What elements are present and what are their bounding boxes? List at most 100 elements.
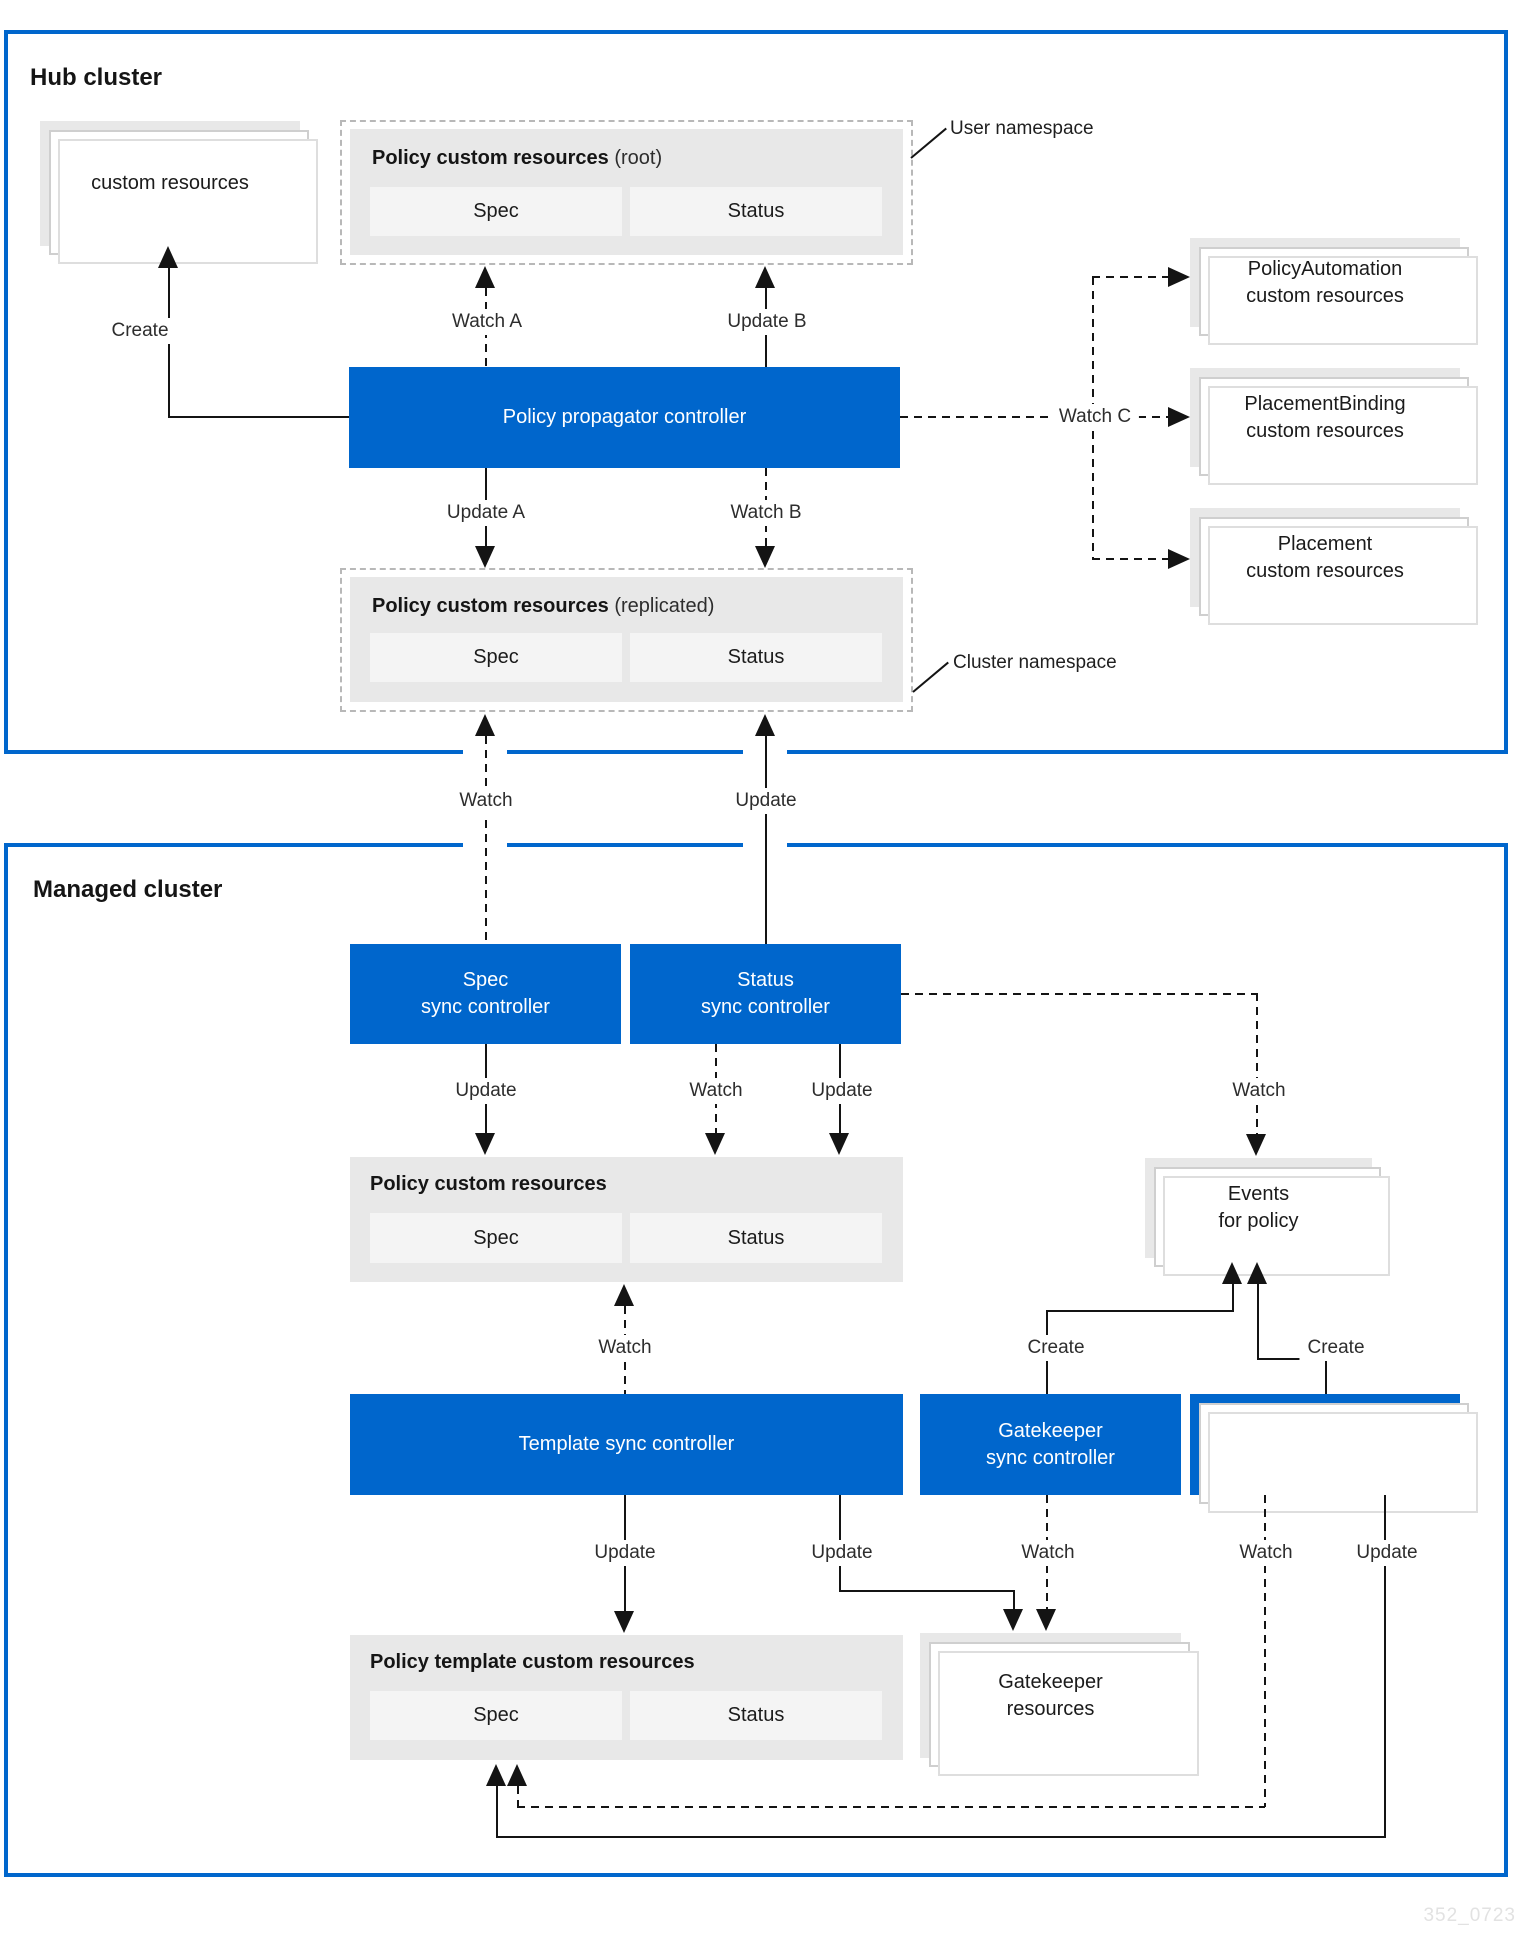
watch-policy-templates-vertical bbox=[1264, 1495, 1266, 1807]
replicated-spec-box: Spec bbox=[370, 633, 622, 682]
watch-c-label: Watch C bbox=[1050, 404, 1140, 430]
update-policy-templates-horizontal bbox=[496, 1836, 1386, 1838]
root-status-label: Status bbox=[727, 200, 785, 222]
update-template-arrowhead bbox=[614, 1611, 634, 1633]
watch-gatekeeper-arrowhead bbox=[1036, 1609, 1056, 1631]
create-edge-label: Create bbox=[103, 318, 177, 344]
managed-spec-label: Spec bbox=[473, 1226, 519, 1249]
managed-spec-box: Spec bbox=[370, 1213, 622, 1263]
custom-resources-box: custom resources bbox=[40, 121, 300, 246]
watch-template-arrowhead bbox=[614, 1284, 634, 1306]
watch-policy-templates-arrowhead bbox=[507, 1764, 527, 1786]
policy-automation-label: PolicyAutomation custom resources bbox=[1246, 257, 1404, 307]
watch-events-line-horizontal bbox=[901, 993, 1257, 995]
root-heading-note: (root) bbox=[614, 147, 663, 169]
update-status-label: Update bbox=[803, 1078, 881, 1104]
policy-custom-resources-managed-box: Policy custom resources Spec Status bbox=[350, 1157, 903, 1282]
placement-box: Placement custom resources bbox=[1190, 508, 1460, 607]
update-gatekeeper-res-horizontal bbox=[839, 1590, 1015, 1592]
policy-template-spec-box: Spec bbox=[370, 1691, 622, 1740]
update-policy-templates-vertical2 bbox=[496, 1786, 498, 1836]
create-policy-label: Create bbox=[1299, 1335, 1373, 1361]
watch-replicated-label: Watch bbox=[451, 788, 521, 814]
create-policy-arrowhead bbox=[1247, 1262, 1267, 1284]
create-line-horizontal bbox=[168, 416, 349, 418]
policy-template-status-label: Status bbox=[727, 1704, 785, 1726]
update-gatekeeper-res-vertical2 bbox=[1013, 1590, 1015, 1611]
cluster-namespace-label: Cluster namespace bbox=[953, 652, 1117, 673]
watch-gatekeeper-label: Watch bbox=[1013, 1540, 1083, 1566]
create-arrowhead bbox=[158, 246, 178, 268]
policy-controllers-box: Policy controllers bbox=[1190, 1394, 1460, 1495]
create-gatekeeper-line-vertical2 bbox=[1232, 1284, 1234, 1312]
update-template-label: Update bbox=[586, 1540, 664, 1566]
watch-c-branch-top bbox=[1092, 276, 1168, 278]
watch-policy-templates-horizontal bbox=[517, 1806, 1265, 1808]
update-b-label: Update B bbox=[719, 309, 815, 335]
template-sync-label: Template sync controller bbox=[518, 1433, 735, 1455]
create-gatekeeper-line-horizontal bbox=[1046, 1310, 1234, 1312]
managed-cluster-title: Managed cluster bbox=[33, 876, 223, 903]
update-replicated-arrowhead bbox=[755, 714, 775, 736]
spec-sync-label: Spec sync controller bbox=[421, 969, 550, 1018]
status-sync-label: Status sync controller bbox=[701, 969, 830, 1018]
policy-template-status-box: Status bbox=[630, 1691, 882, 1740]
policy-automation-box: PolicyAutomation custom resources bbox=[1190, 238, 1460, 327]
policy-custom-resources-replicated-box: Policy custom resources (replicated) Spe… bbox=[350, 577, 903, 702]
watermark: 352_0723 bbox=[1423, 1905, 1516, 1926]
watch-c-arrowhead bbox=[1168, 407, 1190, 427]
update-spec-label: Update bbox=[447, 1078, 525, 1104]
policy-template-custom-resources-box: Policy template custom resources Spec St… bbox=[350, 1635, 903, 1760]
policy-template-heading-bold: Policy template custom resources bbox=[370, 1651, 695, 1673]
user-namespace-container bbox=[340, 120, 913, 265]
watch-status-label: Watch bbox=[681, 1078, 751, 1104]
watch-status-arrowhead bbox=[705, 1133, 725, 1155]
update-spec-arrowhead bbox=[475, 1133, 495, 1155]
create-gatekeeper-label: Create bbox=[1019, 1335, 1093, 1361]
watch-a-arrowhead bbox=[475, 266, 495, 288]
replicated-heading-bold: Policy custom resources bbox=[372, 595, 609, 617]
status-sync-controller: Status sync controller bbox=[630, 944, 901, 1044]
placement-binding-box: PlacementBinding custom resources bbox=[1190, 368, 1460, 467]
update-status-arrowhead bbox=[829, 1133, 849, 1155]
watch-events-label: Watch bbox=[1224, 1078, 1294, 1104]
events-for-policy-label: Events for policy bbox=[1218, 1183, 1299, 1232]
policy-template-heading: Policy template custom resources bbox=[370, 1651, 695, 1674]
update-policy-templates-vertical bbox=[1384, 1495, 1386, 1837]
watch-b-label: Watch B bbox=[722, 500, 810, 526]
policy-template-spec-label: Spec bbox=[473, 1704, 519, 1726]
policy-custom-resources-root-heading: Policy custom resources (root) bbox=[372, 147, 662, 170]
user-namespace-label: User namespace bbox=[950, 118, 1094, 139]
spec-sync-controller: Spec sync controller bbox=[350, 944, 621, 1044]
policy-custom-resources-root-box: Policy custom resources (root) Spec Stat… bbox=[350, 129, 903, 255]
replicated-heading-note: (replicated) bbox=[614, 595, 715, 617]
events-for-policy-box: Events for policy bbox=[1145, 1158, 1372, 1258]
root-status-box: Status bbox=[630, 187, 882, 236]
gatekeeper-sync-label: Gatekeeper sync controller bbox=[986, 1419, 1115, 1469]
root-spec-box: Spec bbox=[370, 187, 622, 236]
policy-propagator-label: Policy propagator controller bbox=[502, 406, 747, 428]
policy-propagator-controller: Policy propagator controller bbox=[349, 367, 900, 468]
managed-status-box: Status bbox=[630, 1213, 882, 1263]
watch-policy-templates-vertical2 bbox=[517, 1786, 519, 1806]
watch-policy-templates-label: Watch bbox=[1231, 1540, 1301, 1566]
watch-c-branch-bottom bbox=[1092, 558, 1168, 560]
gatekeeper-resources-label: Gatekeeper resources bbox=[998, 1670, 1103, 1720]
replicated-status-label: Status bbox=[727, 646, 785, 668]
policy-custom-resources-replicated-heading: Policy custom resources (replicated) bbox=[372, 595, 714, 618]
managed-policy-cr-heading-bold: Policy custom resources bbox=[370, 1173, 607, 1195]
update-b-arrowhead bbox=[755, 266, 775, 288]
custom-resources-label: custom resources bbox=[91, 172, 249, 194]
replicated-status-box: Status bbox=[630, 633, 882, 682]
update-a-arrowhead bbox=[475, 546, 495, 568]
placement-label: Placement custom resources bbox=[1246, 532, 1404, 582]
update-gatekeeper-res-label: Update bbox=[803, 1540, 881, 1566]
create-policy-line-vertical2 bbox=[1257, 1284, 1259, 1360]
gatekeeper-sync-controller: Gatekeeper sync controller bbox=[920, 1394, 1181, 1495]
update-replicated-label: Update bbox=[727, 788, 805, 814]
update-gatekeeper-res-arrowhead bbox=[1003, 1609, 1023, 1631]
watch-template-label: Watch bbox=[590, 1335, 660, 1361]
watch-a-label: Watch A bbox=[443, 309, 531, 335]
create-policy-line-vertical bbox=[1325, 1358, 1327, 1394]
